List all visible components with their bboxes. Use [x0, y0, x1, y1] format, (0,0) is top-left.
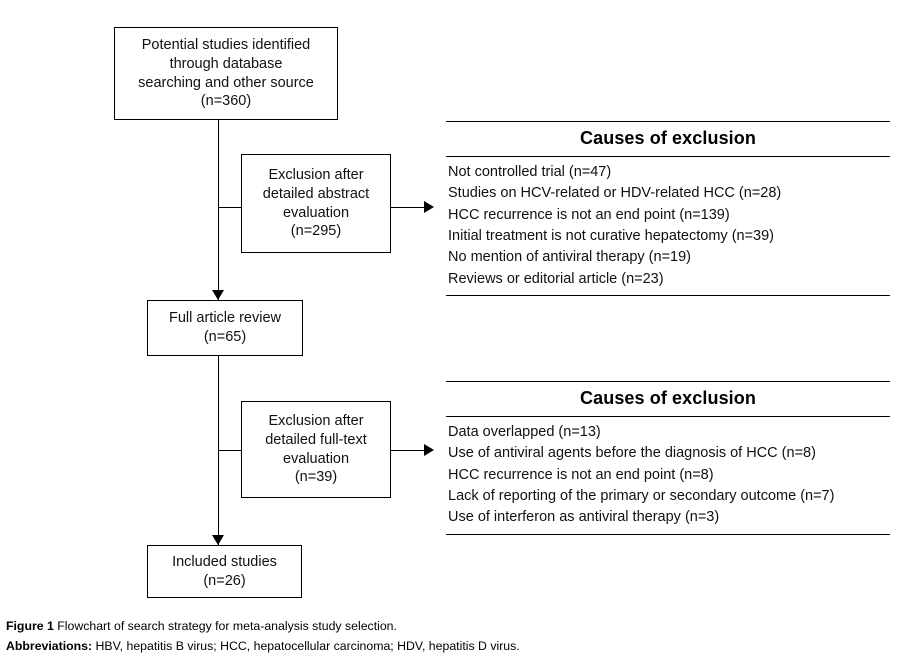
caption-abbreviations-label: Abbreviations: — [6, 638, 93, 653]
caption-figure-text: Flowchart of search strategy for meta-an… — [53, 619, 397, 633]
causes-list-item: Initial treatment is not curative hepate… — [448, 227, 775, 244]
flow-box-line: detailed full-text — [265, 431, 367, 448]
arrow-to-causes-panel-1 — [424, 201, 434, 213]
flow-box-line: Potential studies identified — [141, 36, 311, 53]
flow-box-exclusion-after-abstract: Exclusion after detailed abstract evalua… — [241, 154, 391, 253]
connector-branch-exclusion-fulltext — [218, 450, 242, 451]
flow-box-count: (n=360) — [200, 93, 252, 110]
flow-box-line: evaluation — [282, 204, 350, 221]
flow-box-line: through database — [169, 55, 283, 72]
flow-box-count: (n=295) — [290, 223, 342, 240]
arrow-to-full-article-review — [212, 290, 224, 300]
caption-line-figure: Figure 1 Flowchart of search strategy fo… — [6, 617, 886, 637]
causes-list-1: Not controlled trial (n=47) Studies on H… — [446, 157, 890, 296]
flow-box-line: Included studies — [172, 553, 277, 570]
causes-list-item: HCC recurrence is not an end point (n=8) — [448, 466, 714, 483]
arrow-to-causes-panel-2 — [424, 444, 434, 456]
flow-box-line: Full article review — [169, 310, 281, 327]
flow-box-count: (n=26) — [203, 572, 246, 589]
causes-list-item: Not controlled trial (n=47) — [448, 164, 612, 180]
causes-list-item: HCC recurrence is not an end point (n=13… — [448, 206, 730, 223]
flow-box-line: evaluation — [282, 450, 350, 467]
flow-box-included-studies: Included studies (n=26) — [147, 545, 302, 598]
causes-list-item: Use of antiviral agents before the diagn… — [448, 445, 816, 462]
flow-box-exclusion-after-fulltext: Exclusion after detailed full-text evalu… — [241, 401, 391, 498]
connector-trunk-upper — [218, 119, 219, 301]
connector-exclusion-fulltext-to-causes — [390, 450, 425, 451]
connector-branch-exclusion-abstract — [218, 207, 242, 208]
caption-line-abbreviations: Abbreviations: HBV, hepatitis B virus; H… — [6, 637, 886, 657]
caption-figure-label: Figure 1 — [6, 619, 54, 633]
causes-of-exclusion-panel-2: Causes of exclusion Data overlapped (n=1… — [446, 381, 890, 535]
causes-list-item: Use of interferon as antiviral therapy (… — [448, 509, 720, 526]
causes-list-item: Reviews or editorial article (n=23) — [448, 270, 664, 287]
flow-box-potential-studies: Potential studies identified through dat… — [114, 27, 338, 120]
arrow-to-included-studies — [212, 535, 224, 545]
causes-of-exclusion-panel-1: Causes of exclusion Not controlled trial… — [446, 121, 890, 296]
causes-panel-title: Causes of exclusion — [446, 381, 890, 417]
flow-box-count: (n=39) — [294, 469, 338, 486]
causes-list-item: Lack of reporting of the primary or seco… — [448, 487, 835, 504]
flow-box-line: Exclusion after — [268, 412, 364, 429]
causes-list-2: Data overlapped (n=13) Use of antiviral … — [446, 417, 890, 535]
connector-exclusion-abstract-to-causes — [390, 207, 425, 208]
flow-box-count: (n=65) — [203, 329, 247, 345]
causes-list-item: Data overlapped (n=13) — [448, 424, 601, 440]
connector-trunk-lower — [218, 356, 219, 546]
causes-panel-title: Causes of exclusion — [446, 121, 890, 157]
causes-list-item: No mention of antiviral therapy (n=19) — [448, 249, 692, 266]
causes-list-item: Studies on HCV-related or HDV-related HC… — [448, 185, 782, 202]
caption-abbreviations-text: HBV, hepatitis B virus; HCC, hepatocellu… — [92, 638, 520, 653]
flow-box-line: searching and other source — [138, 74, 314, 91]
flow-box-line: Exclusion after — [268, 166, 364, 183]
flow-box-full-article-review: Full article review (n=65) — [147, 300, 303, 356]
flow-box-line: detailed abstract — [262, 185, 370, 202]
figure-caption: Figure 1 Flowchart of search strategy fo… — [6, 617, 886, 657]
